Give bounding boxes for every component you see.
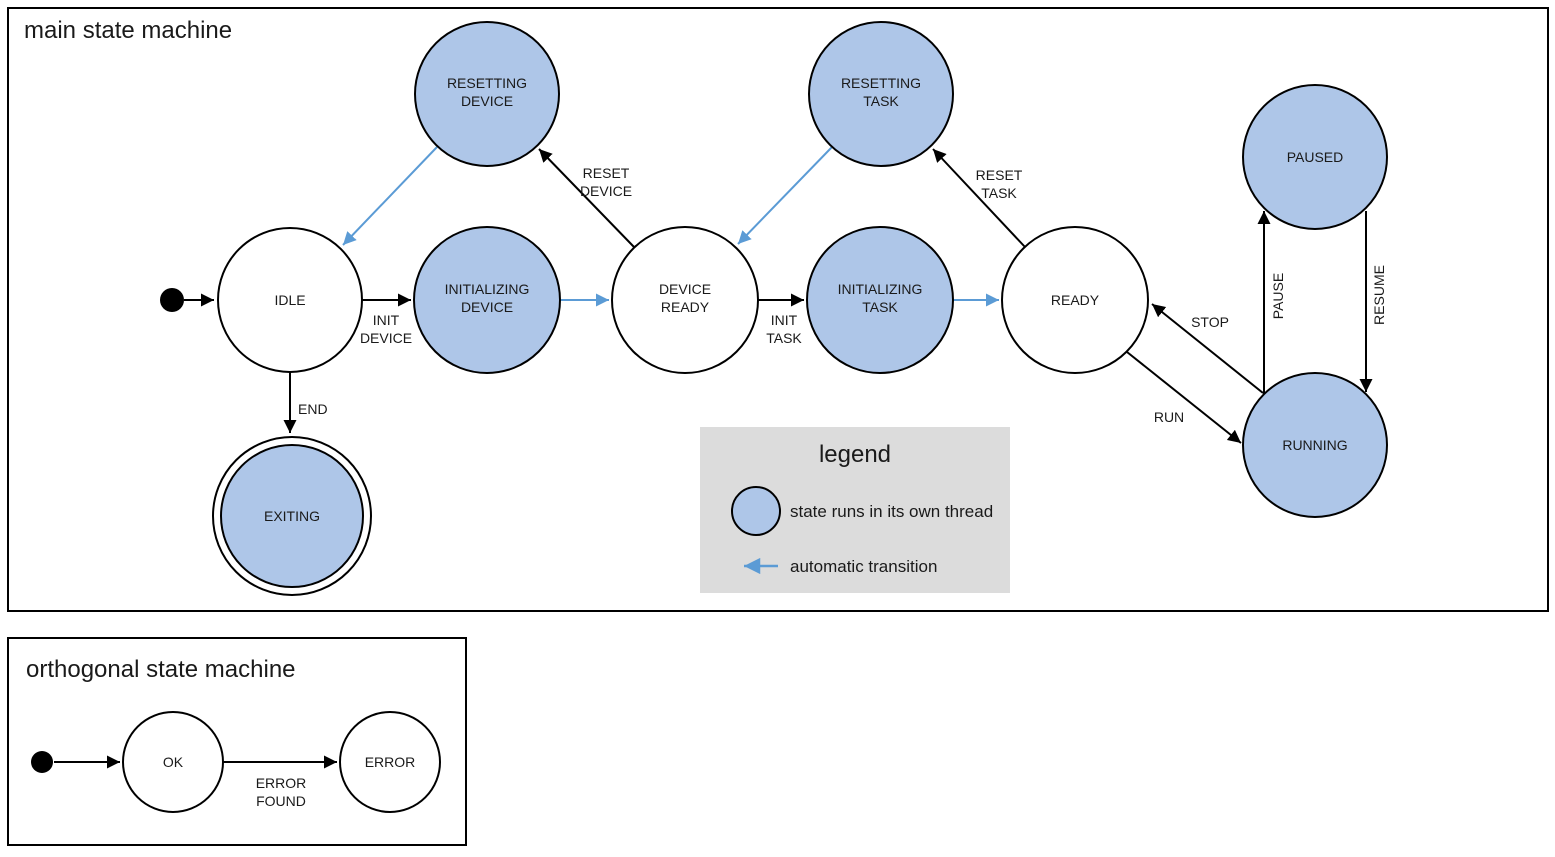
main-machine-frame [7,7,1549,612]
state-resetting-device-circle [414,21,560,167]
legend-title: legend [819,441,891,468]
transition-reset-task [932,148,1026,248]
transition-stop-label: STOP [1191,314,1229,330]
state-resetting-task-circle [808,21,954,167]
initial-state-dot [160,288,184,312]
state-ready-label: READY [1051,292,1100,308]
transition-reset-device [538,148,635,248]
state-initializing-device-label-line2: DEVICE [461,299,513,315]
state-error-label: ERROR [365,754,416,770]
orthogonal-transition-error-found-label-line2: FOUND [256,793,306,809]
state-initializing-task-label-line2: TASK [862,299,898,315]
state-exiting-label: EXITING [264,508,320,524]
state-ok-label: OK [163,754,184,770]
transition-init-task-label-line2: TASK [766,330,802,346]
state-running-label: RUNNING [1282,437,1347,453]
state-device-ready-label-line1: DEVICE [659,281,711,297]
state-initializing-task-circle [806,226,954,374]
main-machine-title: main state machine [24,17,232,44]
state-resetting-device-label-line1: RESETTING [447,75,527,91]
transition-stop [1151,303,1264,394]
state-paused-label: PAUSED [1287,149,1344,165]
state-initializing-device-label-line1: INITIALIZING [445,281,530,297]
orthogonal-transition-error-found-label-line1: ERROR [256,775,307,791]
transition-reset-task-label-line2: TASK [981,185,1017,201]
state-idle-label: IDLE [274,292,305,308]
transition-run [1126,351,1242,444]
orthogonal-machine-frame [7,637,467,846]
transition-init-device-label-line1: INIT [373,312,400,328]
state-initializing-task-label-line1: INITIALIZING [838,281,923,297]
state-device-ready-circle [611,226,759,374]
auto-transition-resetting-device-to-idle [342,146,438,246]
legend-threaded-state-icon [731,486,781,536]
transition-run-label: RUN [1154,409,1184,425]
state-running-circle [1242,372,1388,518]
state-resetting-device-label-line2: DEVICE [461,93,513,109]
transition-init-device-label-line2: DEVICE [360,330,412,346]
state-paused-circle [1242,84,1388,230]
legend-auto-transition-label: automatic transition [790,557,937,576]
transition-reset-task-label-line1: RESET [976,167,1023,183]
state-device-ready-label-line2: READY [661,299,710,315]
legend-threaded-state-label: state runs in its own thread [790,502,993,521]
orthogonal-initial-state-dot [31,751,53,773]
state-ok-circle [122,711,224,813]
state-initializing-device-circle [413,226,561,374]
transition-pause-label: PAUSE [1270,273,1286,319]
transition-resume-label: RESUME [1371,265,1387,325]
state-error-circle [339,711,441,813]
state-resetting-task-label-line1: RESETTING [841,75,921,91]
transition-end-label: END [298,401,328,417]
transition-reset-device-label-line2: DEVICE [580,183,632,199]
transition-reset-device-label-line1: RESET [583,165,630,181]
orthogonal-machine-title: orthogonal state machine [26,656,296,683]
state-exiting-inner-circle [220,444,364,588]
state-resetting-task-label-line2: TASK [863,93,899,109]
auto-transition-resetting-task-to-device-ready [737,146,833,245]
state-ready-circle [1001,226,1149,374]
state-idle-circle [217,227,363,373]
transition-init-task-label-line1: INIT [771,312,798,328]
